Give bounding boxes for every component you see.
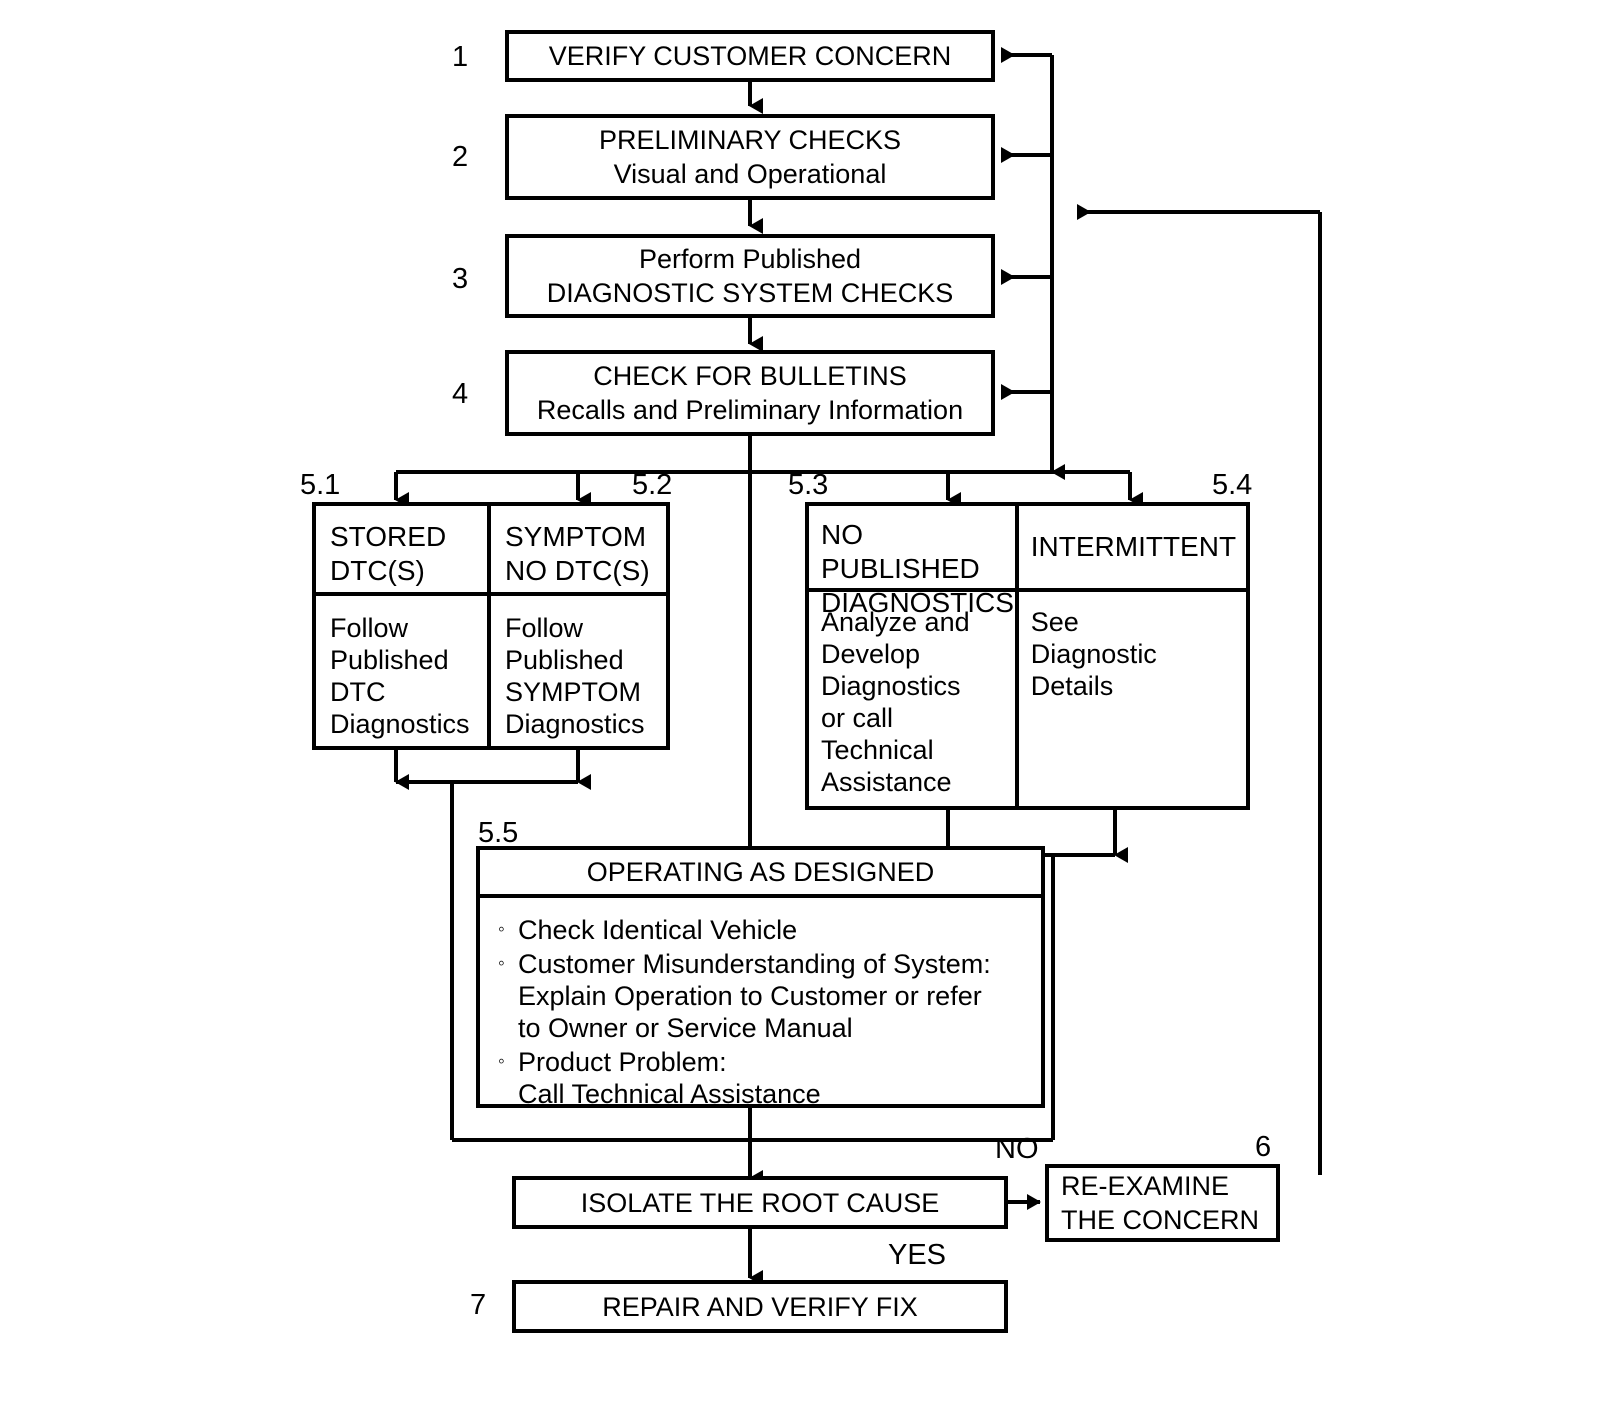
step-number-7: 7 xyxy=(470,1289,487,1321)
step-2-subtitle: Visual and Operational xyxy=(613,159,887,189)
repair-verify-fix-label: REPAIR AND VERIFY FIX xyxy=(602,1291,918,1322)
branch-cell-body-5-3: Analyze and Develop Diagnostics or call … xyxy=(809,592,1019,806)
step-box-check-for-bulletins[interactable]: CHECK FOR BULLETINS Recalls and Prelimin… xyxy=(505,350,995,436)
branch-table-right[interactable]: NO PUBLISHED DIAGNOSTICS INTERMITTENT An… xyxy=(805,502,1250,810)
branch-body-5-3-text: Analyze and Develop Diagnostics or call … xyxy=(821,607,970,797)
step-box-diagnostic-system-checks[interactable]: Perform Published DIAGNOSTIC SYSTEM CHEC… xyxy=(505,234,995,318)
bullet-circle-icon: ◦ xyxy=(498,919,505,940)
step-4-title: CHECK FOR BULLETINS xyxy=(593,361,907,391)
branch-body-5-1-text: Follow Published DTC Diagnostics xyxy=(330,613,470,739)
branch-number-5-1: 5.1 xyxy=(300,469,341,501)
step-number-3: 3 xyxy=(452,263,469,295)
branch-number-5-3: 5.3 xyxy=(788,469,829,501)
operating-bullet-text: Check Identical Vehicle xyxy=(518,915,798,945)
branch-head-5-4-text: INTERMITTENT xyxy=(1030,531,1237,562)
operating-bullet-item: ◦ Product Problem: Call Technical Assist… xyxy=(498,1046,1031,1110)
branch-cell-head-5-1: STORED DTC(S) xyxy=(316,506,491,596)
operating-header: OPERATING AS DESIGNED xyxy=(480,850,1041,898)
step-3-title: Perform Published xyxy=(638,244,862,274)
step-box-verify-customer-concern[interactable]: VERIFY CUSTOMER CONCERN xyxy=(505,30,995,82)
branch-cell-head-5-2: SYMPTOM NO DTC(S) xyxy=(491,506,666,596)
isolate-root-cause-box[interactable]: ISOLATE THE ROOT CAUSE xyxy=(512,1176,1008,1229)
step-2-title: PRELIMINARY CHECKS xyxy=(598,125,902,155)
re-examine-line1: RE-EXAMINE xyxy=(1061,1171,1230,1201)
operating-header-text: OPERATING AS DESIGNED xyxy=(586,857,935,887)
branch-cell-body-5-2: Follow Published SYMPTOM Diagnostics xyxy=(491,596,666,746)
branch-cell-head-5-3: NO PUBLISHED DIAGNOSTICS xyxy=(809,506,1019,618)
branch-body-5-2-text: Follow Published SYMPTOM Diagnostics xyxy=(505,613,645,739)
branch-cell-body-5-4: See Diagnostic Details xyxy=(1019,592,1246,806)
branch-head-5-3-text: NO PUBLISHED DIAGNOSTICS xyxy=(821,519,1014,618)
branch-number-5-5: 5.5 xyxy=(478,817,519,849)
bullet-circle-icon: ◦ xyxy=(498,953,505,974)
step-3-subtitle: DIAGNOSTIC SYSTEM CHECKS xyxy=(546,278,954,308)
repair-verify-fix-box[interactable]: REPAIR AND VERIFY FIX xyxy=(512,1280,1008,1333)
re-examine-concern-box[interactable]: RE-EXAMINE THE CONCERN xyxy=(1045,1164,1280,1242)
operating-bullet-text: Product Problem: Call Technical Assistan… xyxy=(518,1047,821,1109)
branch-cell-head-5-4: INTERMITTENT xyxy=(1018,506,1246,592)
step-number-4: 4 xyxy=(452,378,469,410)
branch-head-5-2-text: SYMPTOM NO DTC(S) xyxy=(505,521,650,586)
step-box-preliminary-checks[interactable]: PRELIMINARY CHECKS Visual and Operationa… xyxy=(505,114,995,200)
decision-no-label: NO xyxy=(995,1133,1039,1165)
operating-bullet-text: Customer Misunderstanding of System: Exp… xyxy=(518,949,991,1043)
step-number-6: 6 xyxy=(1255,1131,1272,1163)
branch-cell-body-5-1: Follow Published DTC Diagnostics xyxy=(316,596,491,746)
step-number-1: 1 xyxy=(452,41,469,73)
step-1-title: VERIFY CUSTOMER CONCERN xyxy=(548,41,952,71)
branch-head-5-1-text: STORED DTC(S) xyxy=(330,521,447,586)
re-examine-line2: THE CONCERN xyxy=(1061,1205,1260,1235)
isolate-root-cause-label: ISOLATE THE ROOT CAUSE xyxy=(580,1187,940,1218)
operating-as-designed-box[interactable]: OPERATING AS DESIGNED ◦ Check Identical … xyxy=(476,846,1045,1110)
operating-bullet-item: ◦ Check Identical Vehicle xyxy=(498,914,1031,946)
operating-bullet-list: ◦ Check Identical Vehicle ◦ Customer Mis… xyxy=(480,898,1041,1110)
branch-number-5-4: 5.4 xyxy=(1212,469,1253,501)
branch-number-5-2: 5.2 xyxy=(632,469,673,501)
step-number-2: 2 xyxy=(452,141,469,173)
decision-yes-label: YES xyxy=(888,1239,947,1271)
step-4-subtitle: Recalls and Preliminary Information xyxy=(536,395,964,425)
branch-body-5-4-text: See Diagnostic Details xyxy=(1030,607,1157,701)
bullet-circle-icon: ◦ xyxy=(498,1051,505,1072)
branch-table-left[interactable]: STORED DTC(S) SYMPTOM NO DTC(S) Follow P… xyxy=(312,502,670,750)
operating-bullet-item: ◦ Customer Misunderstanding of System: E… xyxy=(498,948,1031,1044)
